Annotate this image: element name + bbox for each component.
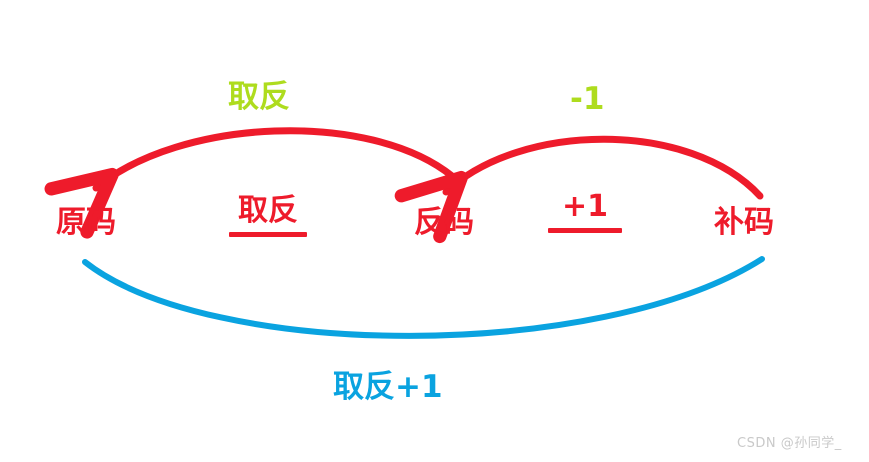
- node-yuanma: 原码: [56, 208, 116, 238]
- op-label-plus-one-inline-text: +1: [561, 189, 608, 224]
- arc-label-minus-one-text: -1: [570, 81, 605, 117]
- node-yuanma-label: 原码: [56, 205, 116, 240]
- arc-label-minus-one: -1: [570, 84, 604, 115]
- op-label-fanma-inline-text: 取反: [238, 193, 298, 228]
- arrow-buma-to-fanma: [394, 135, 764, 244]
- node-fanma-label: 反码: [414, 205, 474, 240]
- arc-label-fanma-text: 取反: [228, 79, 290, 115]
- arrow-fanma-to-yuanma: [44, 127, 456, 239]
- node-fanma: 反码: [414, 208, 474, 238]
- arc-label-fanma-plus-one: 取反+1: [333, 372, 443, 403]
- op-label-plus-one-inline: +1: [548, 192, 622, 233]
- op-label-fanma-inline: 取反: [229, 196, 307, 237]
- arc-label-fanma: 取反: [228, 82, 290, 113]
- op-label-fanma-underline: [229, 232, 307, 237]
- op-label-plus-one-underline: [548, 228, 622, 233]
- node-buma: 补码: [714, 208, 774, 238]
- curve-yuanma-to-buma: [82, 256, 765, 339]
- csdn-watermark: CSDN @孙同学_: [737, 437, 842, 450]
- node-buma-label: 补码: [714, 205, 774, 240]
- arc-label-fanma-plus-one-text: 取反+1: [333, 369, 443, 405]
- csdn-watermark-text: CSDN @孙同学_: [737, 436, 842, 451]
